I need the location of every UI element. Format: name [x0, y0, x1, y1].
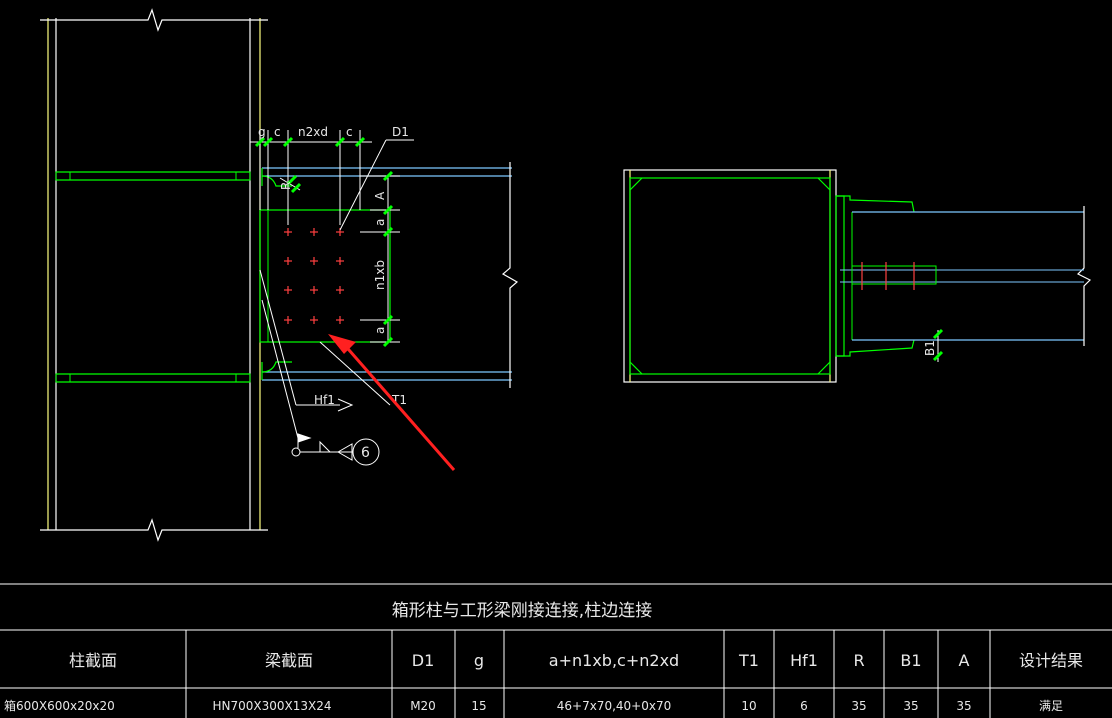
weld-access-hole-top [261, 175, 292, 187]
header-t1: T1 [738, 651, 759, 670]
label-n2xd: n2xd [298, 125, 328, 139]
bolt-marker [336, 316, 344, 324]
bolt-marker [310, 286, 318, 294]
label-a-bottom: a [373, 327, 387, 334]
header-column-section: 柱截面 [69, 651, 117, 670]
label-c-left: c [274, 125, 281, 139]
cell-t1: 10 [741, 699, 756, 713]
label-hf1: Hf1 [314, 393, 335, 407]
weld-number: 6 [361, 445, 370, 461]
dimension-labels: g c n2xd c D1 R A a n1xb a Hf1 T1 [258, 125, 409, 407]
i-beam-elevation [259, 162, 519, 439]
weld-access-hole-bottom [261, 361, 292, 373]
bolt-marker [336, 286, 344, 294]
label-a-top: a [373, 219, 387, 226]
shear-plate [259, 209, 391, 343]
header-a: A [959, 651, 970, 670]
bolt-marker [284, 257, 292, 265]
cell-design-result: 满足 [1039, 699, 1063, 713]
header-g: g [474, 651, 484, 670]
bolt-marker [310, 257, 318, 265]
bolt-marker [310, 316, 318, 324]
table-title: 箱形柱与工形梁刚接连接,柱边连接 [392, 601, 652, 621]
column-break-line-bottom [40, 518, 268, 542]
box-column-elevation [40, 8, 268, 542]
header-hf1: Hf1 [790, 651, 818, 670]
column-break-line-top [40, 8, 268, 32]
result-table [0, 583, 1112, 718]
cell-d1: M20 [410, 699, 436, 713]
bolt-marker [336, 257, 344, 265]
header-d1: D1 [412, 651, 435, 670]
box-column-plan [623, 169, 1092, 383]
label-g: g [258, 125, 266, 139]
label-n1xb: n1xb [373, 260, 387, 290]
cell-bolt-layout: 46+7x70,40+0x70 [557, 699, 671, 713]
red-arrow-icon [328, 334, 456, 471]
dimension-ticks [254, 136, 394, 348]
cell-hf1: 6 [800, 699, 808, 713]
header-beam-section: 梁截面 [265, 651, 313, 670]
cell-b1: 35 [903, 699, 918, 713]
label-r: R [279, 182, 293, 190]
label-c-right: c [346, 125, 353, 139]
cell-g: 15 [471, 699, 486, 713]
table-header-row: 柱截面 梁截面 D1 g a+n1xb,c+n2xd T1 Hf1 R B1 A… [69, 651, 1083, 670]
header-b1: B1 [900, 651, 921, 670]
cell-a: 35 [956, 699, 971, 713]
label-b1: B1 [923, 340, 937, 356]
label-a: A [373, 191, 387, 200]
bolt-marker [310, 228, 318, 236]
cell-column-section: 箱600X600x20x20 [4, 698, 115, 713]
table-data-row: 箱600X600x20x20 HN700X300X13X24 M20 15 46… [4, 698, 1063, 713]
header-design-result: 设计结果 [1019, 651, 1083, 670]
field-weld-flag-icon [297, 433, 312, 443]
header-r: R [853, 651, 864, 670]
weld-symbol: 6 [291, 433, 380, 466]
cell-beam-section: HN700X300X13X24 [212, 699, 331, 713]
beam-break-line [501, 162, 519, 388]
weld-number-circle [352, 438, 380, 466]
dimension-lines [250, 130, 414, 406]
bolt-marker [284, 228, 292, 236]
bolt-marker [284, 286, 292, 294]
bolt-marker [284, 316, 292, 324]
label-d1: D1 [392, 125, 409, 139]
cell-r: 35 [851, 699, 866, 713]
header-bolt-layout: a+n1xb,c+n2xd [549, 651, 679, 670]
bolt-group [284, 228, 344, 324]
